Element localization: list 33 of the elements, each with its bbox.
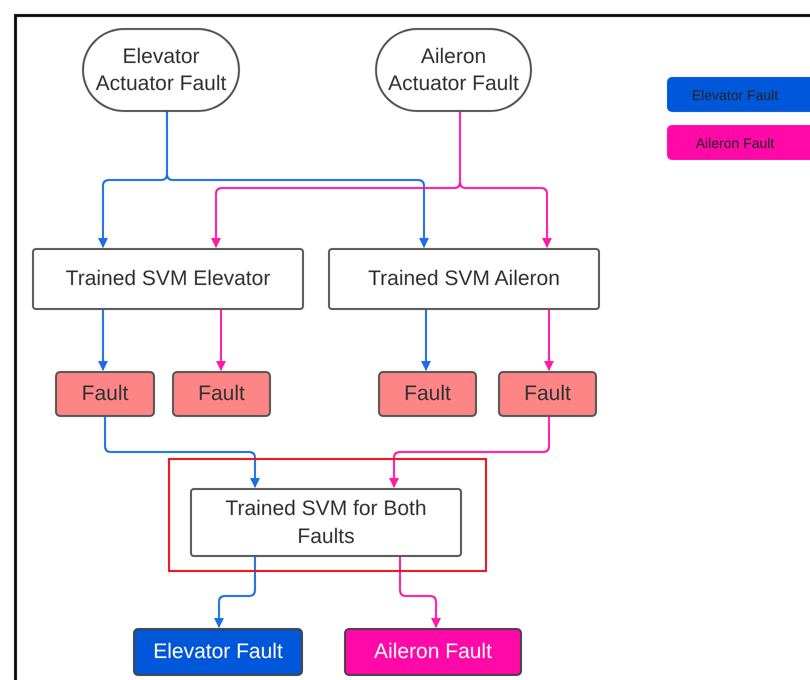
node-label: Aileron Fault (374, 639, 492, 666)
arrow (389, 417, 550, 488)
arrow (166, 112, 429, 248)
arrow (399, 557, 441, 628)
arrow (459, 112, 552, 248)
node-label: Fault (404, 381, 451, 408)
node-label: Elevator Fault (153, 639, 283, 666)
node-label: Trained SVM Aileron (368, 266, 560, 292)
node-label: Trained SVM Elevator (66, 266, 270, 292)
fault-box (172, 371, 271, 417)
fault-box (378, 371, 477, 417)
output-box (133, 628, 303, 676)
node-label: Trained SVM for Both Faults (224, 496, 428, 550)
legend-label: Elevator Fault (692, 86, 778, 102)
process-box (32, 248, 304, 310)
fault-box (55, 371, 155, 417)
node-label: Fault (82, 381, 128, 408)
output-box (344, 628, 522, 676)
arrow (98, 310, 108, 371)
process-box (328, 248, 600, 310)
legend-label: Aileron Fault (696, 134, 774, 150)
highlight-frame (168, 458, 487, 572)
node-label: Elevator Actuator Fault (94, 44, 228, 97)
arrow (544, 310, 554, 371)
node-label: Fault (524, 381, 571, 408)
arrow (214, 557, 256, 628)
node-label: Fault (198, 381, 245, 408)
fault-box (498, 371, 597, 417)
arrow (104, 417, 260, 488)
arrow (421, 310, 431, 371)
arrow (216, 310, 226, 371)
node-label: Aileron Actuator Fault (387, 44, 520, 97)
process-box (190, 488, 462, 557)
